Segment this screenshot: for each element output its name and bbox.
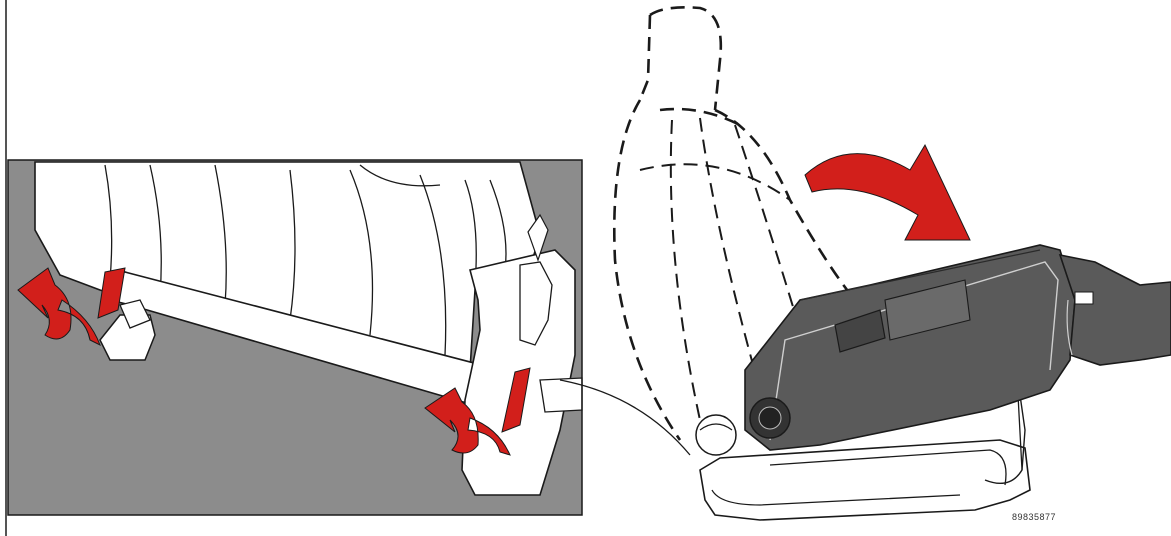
figure-code: 89835877 (1012, 512, 1056, 522)
detail-inset (8, 160, 582, 515)
headrest-folded (1060, 255, 1171, 365)
seat-base (700, 440, 1030, 520)
seat-illustration (614, 7, 1171, 520)
curved-arrow-fold-forward-icon (805, 145, 970, 240)
pivot-knob (696, 415, 736, 455)
seat-back-folded (745, 245, 1171, 450)
headrest-tag (1075, 292, 1093, 304)
folded-backrest (745, 245, 1075, 450)
